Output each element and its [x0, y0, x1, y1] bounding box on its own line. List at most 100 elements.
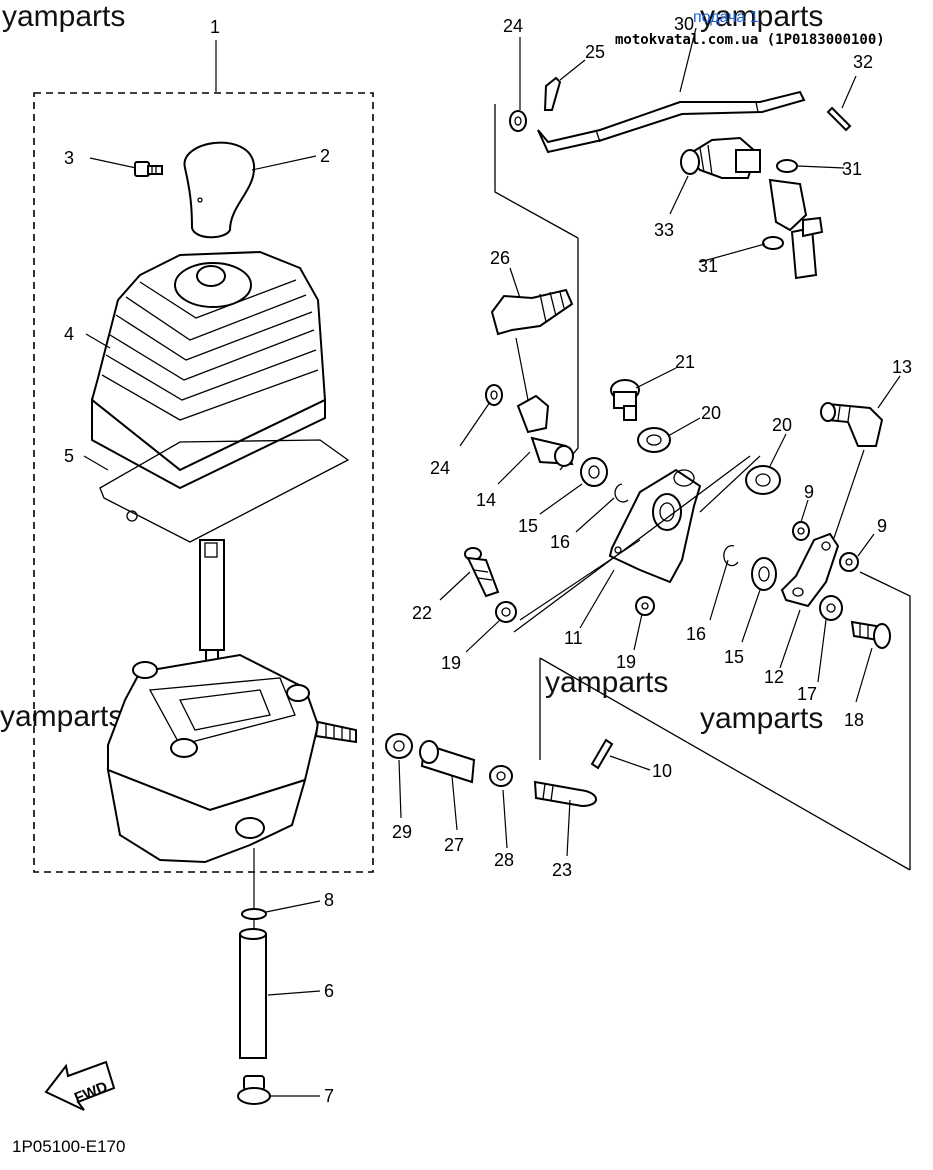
- washer-part-24-top: [509, 110, 527, 132]
- callout-2: 2: [320, 146, 330, 166]
- callout-15b: 15: [724, 647, 744, 667]
- shift-housing: [106, 653, 357, 864]
- boot-part: [90, 250, 327, 490]
- axis-11-20: [699, 455, 761, 513]
- screw-part-3: [134, 161, 163, 177]
- callout-26: 26: [490, 248, 510, 268]
- callout-23: 23: [552, 860, 572, 880]
- washer-part-17: [819, 595, 843, 621]
- callout-8: 8: [324, 890, 334, 910]
- cotter-pin-part-10: [590, 738, 614, 770]
- circlip-part-16: [614, 483, 629, 503]
- bolt-part-21: [610, 379, 640, 421]
- circlip-part-16b: [723, 544, 739, 567]
- callout-1: 1: [210, 17, 220, 37]
- washer-part-9b: [839, 552, 859, 572]
- callout-14: 14: [476, 490, 496, 510]
- clip-part-32: [826, 106, 852, 132]
- plug-part-7: [237, 1075, 271, 1105]
- callout-13: 13: [892, 357, 912, 377]
- washer-part-19b: [635, 596, 655, 616]
- fwd-arrow-icon: FWD: [44, 1060, 116, 1111]
- callout-16a: 16: [550, 532, 570, 552]
- callout-31b: 31: [698, 256, 718, 276]
- callout-15a: 15: [518, 516, 538, 536]
- callout-22: 22: [412, 603, 432, 623]
- washer-part-19: [495, 601, 517, 623]
- callout-32: 32: [853, 52, 873, 72]
- assembly-1-box: [33, 92, 374, 873]
- washer-part-8: [241, 908, 267, 920]
- callout-24b: 24: [430, 458, 450, 478]
- callout-6: 6: [324, 981, 334, 1001]
- sleeve-part-27: [419, 740, 476, 784]
- bolt-part-22: [464, 547, 500, 598]
- callout-9b: 9: [877, 516, 887, 536]
- axis-26-14: [515, 337, 529, 401]
- lever-part-12: [780, 532, 840, 608]
- watermark-right: yamparts: [700, 702, 823, 735]
- callout-10: 10: [652, 761, 672, 781]
- callout-29: 29: [392, 822, 412, 842]
- cable-part-30: [537, 90, 806, 154]
- gasket-tab: [126, 510, 138, 522]
- callout-21: 21: [675, 352, 695, 372]
- washer-part-15: [580, 457, 608, 487]
- callout-31a: 31: [842, 159, 862, 179]
- nut-part-29: [385, 733, 413, 759]
- joint-part-13: [820, 402, 884, 447]
- washer-part-9: [792, 521, 810, 541]
- watermark-top-left: yamparts: [2, 0, 125, 33]
- gasket-part: [99, 439, 350, 543]
- callout-5: 5: [64, 446, 74, 466]
- shaft-part-6: [239, 928, 267, 1059]
- watermark-top-right: yamparts: [700, 0, 823, 33]
- callout-11: 11: [564, 628, 583, 648]
- callouts: 1 2 3 4 5 6 7 8 9 9 10 11 12 13 14 15 15…: [64, 14, 912, 1106]
- callout-28: 28: [494, 850, 514, 870]
- callout-20a: 20: [701, 403, 721, 423]
- nut-part-28: [489, 765, 513, 787]
- guide-line-upper-2: [559, 238, 579, 471]
- callout-19a: 19: [441, 653, 461, 673]
- bracket-part-11: [608, 468, 702, 584]
- watermark-left: yamparts: [0, 700, 123, 733]
- joint-part-26: [490, 288, 574, 336]
- guide-right: [859, 571, 911, 870]
- washer-part-20: [637, 427, 671, 453]
- guide-line-upper: [494, 104, 579, 239]
- lever-part-14: [516, 394, 574, 467]
- callout-16b: 16: [686, 624, 706, 644]
- leader-lines: [83, 27, 901, 1097]
- pin-part-23: [533, 780, 597, 808]
- guide-inner: [513, 455, 751, 633]
- callout-24a: 24: [503, 16, 523, 36]
- watermark-center: yamparts: [545, 666, 668, 699]
- callout-9a: 9: [804, 482, 814, 502]
- callout-17: 17: [797, 684, 817, 704]
- callout-4: 4: [64, 324, 74, 344]
- callout-20b: 20: [772, 415, 792, 435]
- callout-7: 7: [324, 1086, 334, 1106]
- diagram-code: 1P05100-E170: [12, 1137, 125, 1156]
- callout-27: 27: [444, 835, 464, 855]
- washer-part-20b: [745, 465, 781, 495]
- callout-18: 18: [844, 710, 864, 730]
- callout-33: 33: [654, 220, 674, 240]
- callout-30: 30: [674, 14, 694, 34]
- callout-3: 3: [64, 148, 74, 168]
- callout-25: 25: [585, 42, 605, 62]
- site-code: motokvatal.com.ua (1P0183000100): [615, 32, 885, 48]
- boot-part-33: [680, 136, 761, 179]
- site-link[interactable]: подача 1: [693, 9, 759, 26]
- bolt-part-18: [850, 620, 891, 649]
- washer-part-15b: [751, 557, 777, 591]
- clip-part-25: [543, 76, 562, 111]
- axis-13-12: [833, 449, 865, 539]
- knob-part: [183, 141, 256, 239]
- callout-19b: 19: [616, 652, 636, 672]
- bracket-assembly: [762, 159, 824, 280]
- callout-12: 12: [764, 667, 784, 687]
